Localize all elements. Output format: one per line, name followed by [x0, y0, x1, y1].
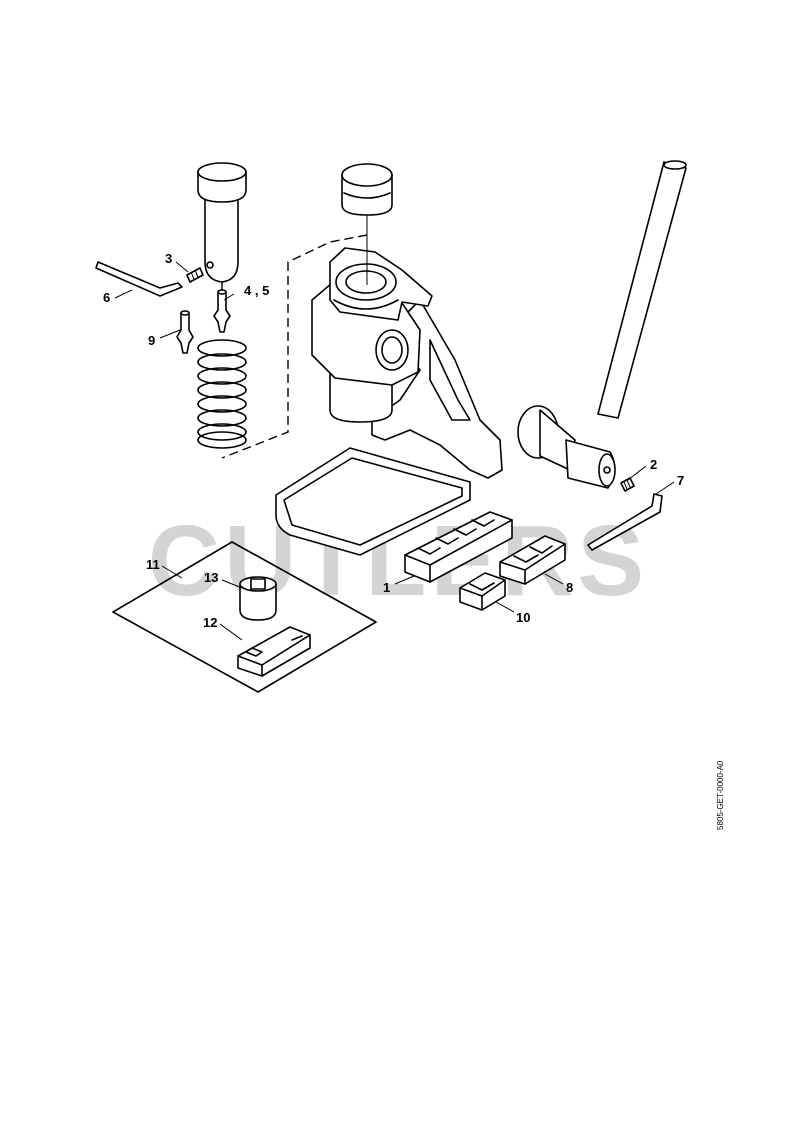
plunger [197, 162, 247, 283]
pin-9 [176, 310, 194, 354]
handle-lever [597, 160, 687, 419]
callout-11: 11 [146, 557, 160, 572]
callout-8: 8 [566, 580, 573, 595]
set-screw-3 [186, 267, 204, 283]
plate-12 [237, 626, 311, 677]
press-stand [275, 247, 503, 556]
ram-adapter [517, 405, 616, 489]
callout-1: 1 [383, 580, 390, 595]
allen-key-7 [587, 493, 663, 551]
set-screw-2 [620, 477, 635, 492]
allen-key-6 [95, 261, 183, 297]
callout-12: 12 [203, 615, 217, 630]
sleeve-13 [239, 576, 277, 621]
callout-7: 7 [677, 473, 684, 488]
anvil-block-1 [404, 511, 513, 583]
drawing-reference: 5805-GET-0000-A0 [716, 760, 725, 830]
anvil-block-8 [499, 535, 566, 585]
callout-3: 3 [165, 251, 172, 266]
callout-9: 9 [148, 333, 155, 348]
spring [197, 339, 247, 449]
callout-6: 6 [103, 290, 110, 305]
callout-2: 2 [650, 457, 657, 472]
callout-13: 13 [204, 570, 218, 585]
leader-lines [114, 261, 675, 641]
callout-4-5: 4 , 5 [244, 283, 269, 298]
callout-10: 10 [516, 610, 530, 625]
anvil-block-10 [459, 572, 506, 611]
press-cap [341, 163, 393, 216]
pin-4-5 [213, 289, 231, 333]
kit-box-11 [112, 541, 377, 693]
